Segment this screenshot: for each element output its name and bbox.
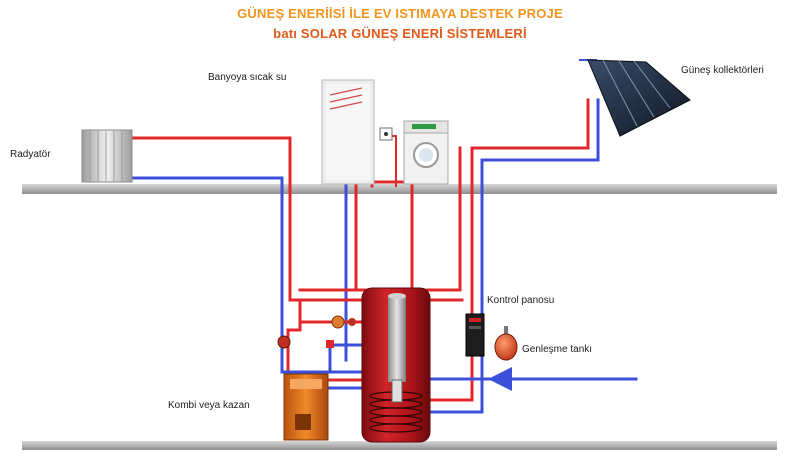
boiler-supply-pipe [286, 298, 302, 382]
tank-low-return-pipe [428, 396, 484, 414]
lower-floor [22, 441, 777, 450]
control-panel-label: Kontrol panosu [487, 295, 554, 306]
washing-machine-icon [403, 120, 449, 185]
radiator-icon [81, 129, 133, 183]
boiler-icon [283, 373, 329, 441]
diagram-subtitle: batı SOLAR GÜNEŞ ENERİ SİSTEMLERİ [273, 26, 527, 41]
solar-feed-pipe [438, 146, 462, 292]
expansion-tank-icon [494, 326, 518, 361]
boiler-label: Kombi veya kazan [168, 400, 250, 411]
solar-collectors-label: Güneş kollektörleri [681, 65, 764, 76]
radiator-label: Radyatör [10, 149, 51, 160]
washer-pipe [385, 135, 397, 187]
upper-floor [22, 184, 777, 194]
radiator-hot-pipe [130, 136, 302, 302]
solar-panel-icon [587, 59, 691, 137]
bath-hot-water-label: Banyoya sıcak su [208, 72, 286, 83]
control-box-icon [465, 313, 485, 357]
radiator-return-pipe [130, 176, 284, 352]
solar-return-pipe [480, 98, 600, 400]
water-heater-icon [321, 79, 375, 185]
expansion-tank-label: Genleşme tankı [522, 344, 592, 355]
storage-tank-icon [361, 287, 431, 443]
diagram-title: GÜNEŞ ENERİİSİ İLE EV ISTIMAYA DESTEK PR… [237, 6, 563, 21]
pump-icon [277, 315, 356, 349]
boiler-return-pipe [280, 343, 364, 374]
appliance-hot-pipe [370, 180, 414, 292]
